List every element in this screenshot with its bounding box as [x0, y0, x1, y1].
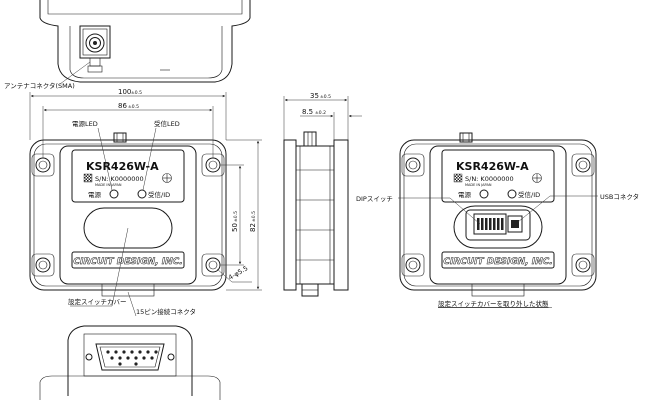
- pin15-connector-label: 15ピン接続コネクタ: [136, 307, 196, 316]
- dim-width-inner-tol: ±0.5: [128, 104, 139, 110]
- front-power-led: [109, 189, 119, 199]
- front-logo: CIRCUIT DESIGN, INC.: [73, 257, 182, 267]
- dip-switch-label: DIPスイッチ: [356, 195, 393, 203]
- front-switch-cover: [83, 207, 173, 249]
- top-view: アンテナコネクタ(SMA): [4, 0, 251, 90]
- front-view-cover-removed: KSR426W-A S/N: K0000000 MADE IN JAPAN 電源…: [356, 132, 639, 308]
- right-model-text: KSR426W-A: [456, 160, 529, 173]
- dim-depth-flange: 8.5: [302, 108, 313, 116]
- dim-height-total: 82: [249, 223, 257, 232]
- dim-width-total-tol: ±0.5: [131, 90, 142, 96]
- front-receive-led: [137, 189, 147, 199]
- dim-width-total: 100: [118, 88, 131, 96]
- right-receive-mark: 受信/ID: [518, 190, 540, 199]
- usb-connector-label: USBコネクタ: [600, 192, 639, 201]
- dsub-pins: [106, 350, 158, 366]
- dim-width-inner: 86: [118, 102, 127, 110]
- dip-switch-levers: [477, 218, 504, 230]
- front-serial-text: S/N: K0000000: [95, 175, 144, 183]
- power-led-label: 電源LED: [72, 119, 98, 128]
- front-made-in-text: MADE IN JAPAN: [95, 183, 122, 187]
- dim-depth-total: 35: [310, 92, 319, 100]
- right-power-mark: 電源: [458, 190, 472, 199]
- dip-switch-body: [473, 213, 507, 235]
- dim-depth-total-tol: ±0.5: [320, 94, 331, 100]
- dim-height-inner: 50: [231, 223, 239, 232]
- front-view: KSR426W-A S/N: K0000000 MADE IN JAPAN 電源…: [29, 88, 262, 317]
- bottom-view: [39, 325, 221, 400]
- cover-removed-caption: 設定スイッチカバーを取り外した状態: [438, 299, 549, 308]
- right-serial-text: S/N: K0000000: [465, 175, 514, 183]
- switch-cover-label: 設定スイッチカバー: [68, 297, 127, 306]
- front-receive-mark: 受信/ID: [148, 190, 170, 199]
- mount-hole-bl: [31, 253, 55, 277]
- antenna-connector-label: アンテナコネクタ(SMA): [4, 81, 75, 90]
- receive-led-label: 受信LED: [154, 119, 180, 128]
- right-logo: CIRCUIT DESIGN, INC.: [443, 257, 552, 267]
- front-model-text: KSR426W-A: [86, 160, 159, 173]
- front-power-mark: 電源: [88, 190, 102, 199]
- usb-port: [507, 215, 523, 233]
- dim-height-inner-tol: ±0.5: [233, 211, 239, 222]
- side-view: 35 ±0.5 8.5 ±0.2: [283, 92, 362, 297]
- dim-hole-callout: 4-φ5.5: [227, 264, 249, 281]
- right-made-in-text: MADE IN JAPAN: [465, 183, 492, 187]
- dim-height-total-tol: ±0.5: [251, 211, 257, 222]
- dim-depth-flange-tol: ±0.2: [315, 110, 326, 116]
